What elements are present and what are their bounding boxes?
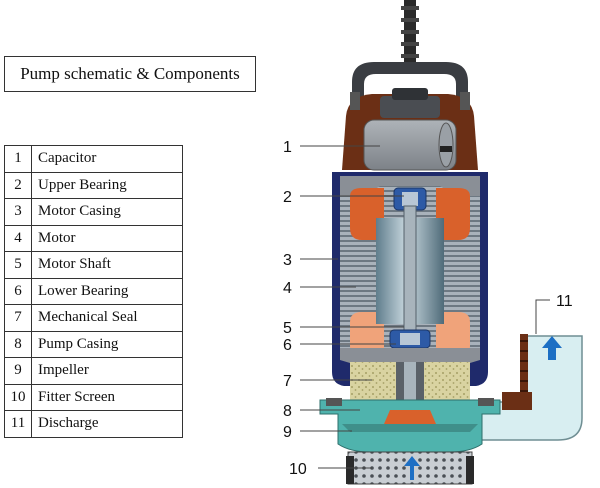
callout-2: 2 — [283, 189, 292, 206]
impeller-hub — [384, 410, 436, 424]
upper-winding — [350, 188, 384, 240]
lower-winding — [436, 312, 470, 356]
callout-10: 10 — [289, 461, 307, 478]
callout-7: 7 — [283, 373, 292, 390]
lower-winding — [350, 312, 384, 356]
legend-number: 3 — [4, 198, 32, 226]
callout-11: 11 — [556, 293, 573, 310]
legend-name: Fitter Screen — [31, 383, 183, 411]
cable-gland-nut — [392, 88, 428, 100]
bolt — [350, 92, 360, 110]
screen-foot — [466, 456, 474, 484]
bolt — [326, 398, 342, 406]
callout-9: 9 — [283, 424, 292, 441]
bolt — [460, 92, 470, 110]
power-cable — [401, 0, 419, 64]
lower-bearing-race — [400, 333, 420, 345]
shaft-section — [404, 362, 416, 402]
legend-name: Upper Bearing — [31, 171, 183, 199]
bolt — [478, 398, 494, 406]
legend-name: Motor — [31, 224, 183, 252]
impeller — [342, 424, 478, 432]
upper-bracket — [340, 176, 480, 196]
legend-number: 8 — [4, 330, 32, 358]
callout-4: 4 — [283, 280, 292, 297]
callout-8: 8 — [283, 403, 292, 420]
legend-name: Motor Shaft — [31, 251, 183, 279]
legend-name: Capacitor — [31, 145, 183, 173]
outflow-arrow-icon — [542, 336, 562, 360]
legend-name: Motor Casing — [31, 198, 183, 226]
legend-number: 6 — [4, 277, 32, 305]
legend-number: 1 — [4, 145, 32, 173]
legend-number: 11 — [4, 410, 32, 438]
upper-winding — [436, 188, 470, 240]
callout-5: 5 — [283, 320, 292, 337]
discharge-flange — [502, 392, 532, 410]
legend-number: 10 — [4, 383, 32, 411]
legend-number: 2 — [4, 171, 32, 199]
legend-name: Discharge — [31, 410, 183, 438]
inflow-arrow-icon — [404, 456, 420, 480]
callout-3: 3 — [283, 252, 292, 269]
capacitor — [363, 119, 457, 171]
legend-number: 7 — [4, 304, 32, 332]
legend-name: Lower Bearing — [31, 277, 183, 305]
legend-number: 4 — [4, 224, 32, 252]
callout-leaders — [300, 145, 550, 469]
callout-6: 6 — [283, 337, 292, 354]
screen-foot — [346, 456, 354, 484]
diagram-title: Pump schematic & Components — [4, 56, 256, 92]
upper-bearing-race — [402, 192, 418, 206]
legend-name: Impeller — [31, 357, 183, 385]
cable-gland — [380, 96, 440, 118]
callout-1: 1 — [283, 139, 292, 156]
